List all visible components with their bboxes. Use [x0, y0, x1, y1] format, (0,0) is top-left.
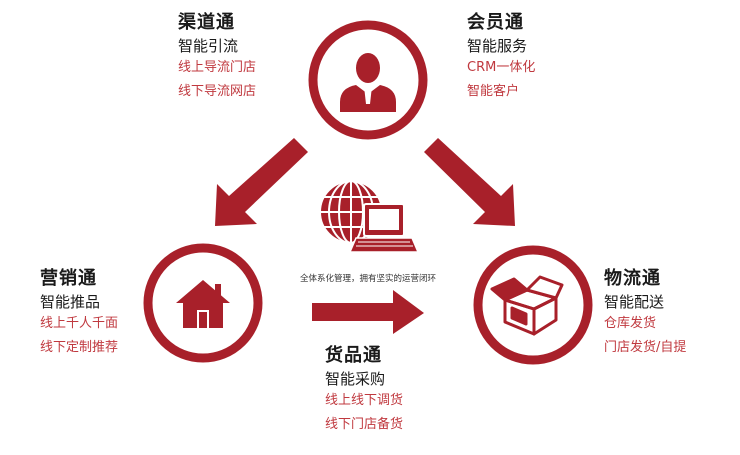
laptop-icon	[348, 203, 420, 253]
logistics-title: 物流通	[604, 268, 661, 289]
marketing-block: 营销通 智能推品 线上千人千面 线下定制推荐	[40, 268, 118, 360]
goods-line-1: 线上线下调货	[325, 393, 404, 408]
goods-line-2: 线下门店备货	[325, 417, 404, 432]
person-icon	[340, 53, 396, 112]
logistics-block: 物流通 智能配送 仓库发货 门店发货/自提	[604, 268, 686, 360]
logistics-circle	[473, 245, 593, 365]
box-icon	[490, 275, 564, 336]
channel-subtitle: 智能引流	[178, 37, 239, 55]
channel-block: 渠道通 智能引流 线上导流门店 线下导流网店	[178, 12, 256, 104]
arrow-down-right-icon	[424, 138, 515, 226]
marketing-line-1: 线上千人千面	[40, 316, 119, 331]
member-line-1: CRM一体化	[467, 60, 536, 75]
member-circle	[308, 20, 428, 140]
marketing-title: 营销通	[40, 268, 97, 289]
channel-title: 渠道通	[178, 12, 235, 33]
marketing-subtitle: 智能推品	[40, 293, 101, 311]
channel-line-2: 线下导流网店	[178, 84, 257, 99]
marketing-line-2: 线下定制推荐	[40, 340, 119, 355]
goods-subtitle: 智能采购	[325, 370, 386, 388]
goods-title: 货品通	[325, 345, 382, 366]
arrow-down-left-icon	[215, 138, 308, 226]
member-title: 会员通	[467, 12, 524, 33]
channel-line-1: 线上导流门店	[178, 60, 257, 75]
arrow-right-icon	[312, 290, 424, 334]
goods-block: 货品通 智能采购 线上线下调货 线下门店备货	[325, 345, 403, 437]
center-caption: 全体系化管理，拥有坚实的运营闭环	[299, 274, 436, 284]
member-block: 会员通 智能服务 CRM一体化 智能客户	[467, 12, 535, 104]
logistics-subtitle: 智能配送	[604, 293, 665, 311]
member-line-2: 智能客户	[467, 84, 520, 99]
house-icon	[176, 280, 230, 328]
member-subtitle: 智能服务	[467, 37, 528, 55]
marketing-circle	[143, 243, 263, 363]
logistics-line-1: 仓库发货	[604, 316, 657, 331]
logistics-line-2: 门店发货/自提	[604, 340, 687, 355]
